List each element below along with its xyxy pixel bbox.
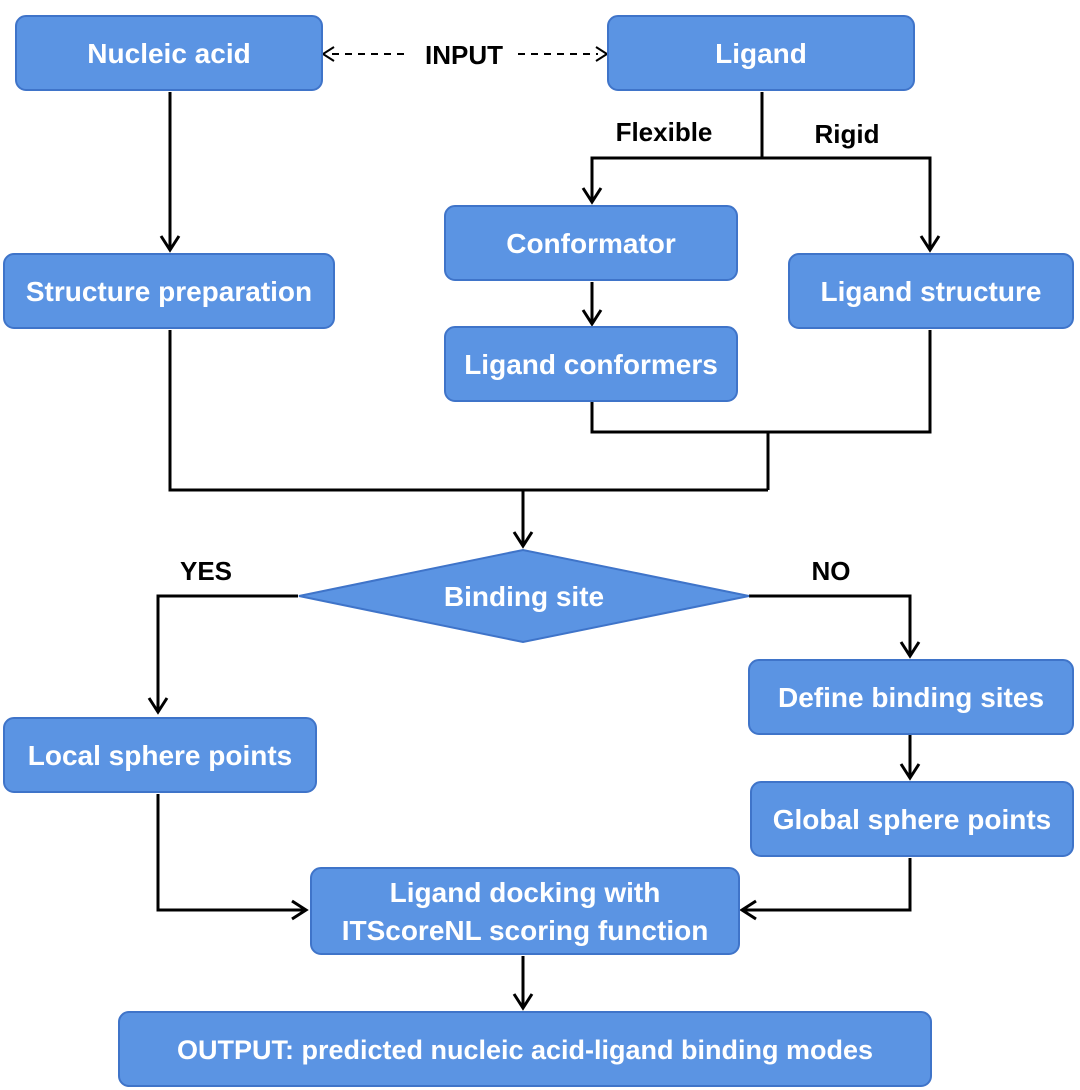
arrow-conformers (581, 309, 603, 327)
node-binding-site-label: Binding site (444, 581, 604, 612)
node-ligand-conformers: Ligand conformers (444, 326, 738, 402)
rigid-label: Rigid (815, 119, 880, 149)
node-conformator-label: Conformator (506, 228, 676, 259)
node-ligand: Ligand (607, 15, 915, 91)
node-define-binding-sites-label: Define binding sites (778, 682, 1044, 713)
arrow-global-sphere (899, 763, 921, 781)
no-label: NO (812, 556, 851, 586)
node-structure-preparation: Structure preparation (3, 253, 335, 329)
input-label: INPUT (425, 40, 503, 70)
node-ligand-conformers-label: Ligand conformers (464, 349, 718, 380)
node-ligand-docking: Ligand docking with ITScoreNL scoring fu… (310, 867, 740, 955)
edge-yes (156, 594, 298, 712)
node-output: OUTPUT: predicted nucleic acid-ligand bi… (118, 1011, 932, 1087)
arrow-output (512, 993, 534, 1011)
node-structure-preparation-label: Structure preparation (26, 276, 312, 307)
node-local-sphere-points-label: Local sphere points (28, 740, 293, 771)
arrow-docking-left (291, 899, 309, 921)
edge-ligand-merge (590, 330, 932, 434)
node-output-label: OUTPUT: predicted nucleic acid-ligand bi… (177, 1035, 873, 1065)
node-define-binding-sites: Define binding sites (748, 659, 1074, 735)
node-global-sphere-points-label: Global sphere points (773, 804, 1051, 835)
arrow-binding-site (512, 531, 534, 549)
node-ligand-structure: Ligand structure (788, 253, 1074, 329)
node-local-sphere-points: Local sphere points (3, 717, 317, 793)
arrow-docking-right (739, 899, 757, 921)
edge-ligand-split (590, 156, 932, 250)
node-nucleic-acid: Nucleic acid (15, 15, 323, 91)
node-global-sphere-points: Global sphere points (750, 781, 1074, 857)
arrow-local-sphere (147, 697, 169, 715)
arrow-ligand-structure (919, 235, 941, 253)
node-ligand-docking-line2: ITScoreNL scoring function (342, 915, 709, 946)
node-ligand-docking-line1: Ligand docking with (390, 877, 661, 908)
edge-labels: INPUT Flexible Rigid YES NO (180, 40, 880, 586)
arrow-structure-prep (159, 235, 181, 253)
node-conformator: Conformator (444, 205, 738, 281)
arrow-define-sites (899, 641, 921, 659)
flexible-label: Flexible (616, 117, 713, 147)
node-binding-site: Binding site (298, 548, 750, 644)
edge-local-to-docking (156, 794, 306, 912)
connectors (147, 46, 941, 1011)
edge-structure-merge (168, 330, 768, 492)
node-nucleic-acid-label: Nucleic acid (87, 38, 250, 69)
edge-global-to-docking (742, 858, 912, 912)
edge-no (749, 594, 912, 656)
node-ligand-label: Ligand (715, 38, 807, 69)
arrow-conformator (581, 187, 603, 205)
yes-label: YES (180, 556, 232, 586)
node-ligand-structure-label: Ligand structure (821, 276, 1042, 307)
